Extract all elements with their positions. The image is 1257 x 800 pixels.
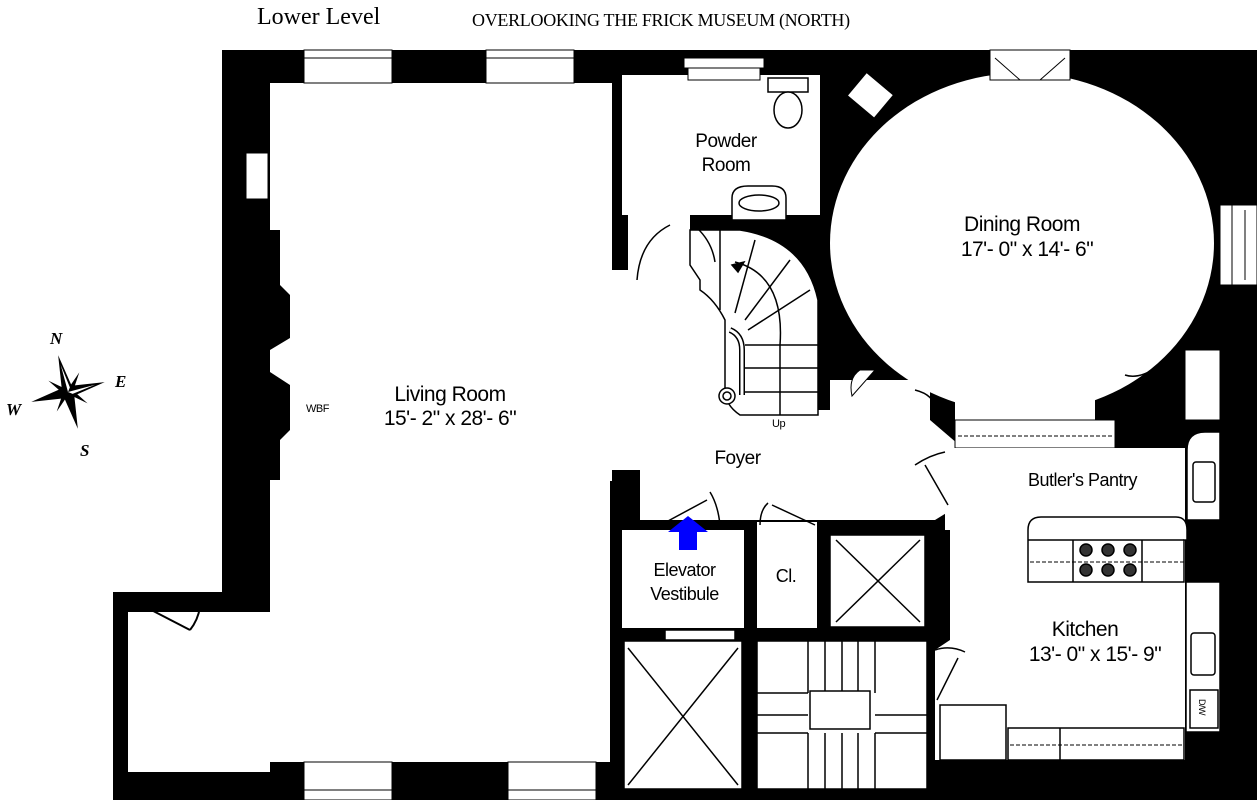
foyer-door-swing: [636, 224, 671, 281]
living-room-dimensions: 15'- 2" x 28'- 6": [383, 407, 517, 430]
kitchen-counter: [939, 575, 1246, 761]
compass-west: W: [6, 400, 22, 419]
powder-room-label-1: Powder: [695, 131, 757, 152]
stairs-up-label: Up: [772, 418, 786, 430]
compass-rose-icon: [31, 355, 105, 429]
service-stair: [756, 640, 928, 790]
kitchen-dimensions: 13'- 0" x 15'- 9": [1028, 643, 1162, 666]
cooktop-burners-icon: [1079, 543, 1137, 577]
elevator-shafts: [623, 534, 926, 790]
powder-room-label-2: Room: [701, 155, 751, 176]
kitchen-island: [1027, 516, 1188, 583]
dining-room-label: Dining Room: [964, 213, 1080, 236]
dishwasher-label: D/W: [1197, 699, 1207, 715]
pantry-sink: [1186, 431, 1246, 521]
kitchen-label: Kitchen: [1051, 618, 1119, 641]
butlers-pantry-label: Butler's Pantry: [1028, 470, 1137, 490]
orientation-subtitle: OVERLOOKING THE FRICK MUSEUM (NORTH): [472, 10, 850, 30]
compass-south: S: [80, 441, 90, 460]
floor-level-title: Lower Level: [257, 4, 381, 30]
entry-arrow-icon: [668, 516, 708, 550]
living-room-door: [131, 599, 201, 631]
dining-room: [824, 49, 1257, 449]
elevator-vestibule-label-2: Vestibule: [650, 584, 719, 604]
living-room-label: Living Room: [394, 383, 506, 406]
powder-room: [622, 57, 820, 221]
closet-label: Cl.: [775, 566, 797, 586]
foyer-label: Foyer: [714, 448, 761, 469]
dining-room-dimensions: 17'- 0" x 14'- 6": [960, 238, 1094, 261]
compass-east: E: [115, 372, 127, 391]
elevator-vestibule-label-1: Elevator: [653, 560, 716, 580]
spiral-stair: [689, 229, 819, 416]
fireplace-label: WBF: [306, 403, 329, 415]
compass-north: N: [50, 329, 63, 348]
living-room-windows: [303, 49, 597, 800]
living-room-floor: [128, 83, 612, 772]
